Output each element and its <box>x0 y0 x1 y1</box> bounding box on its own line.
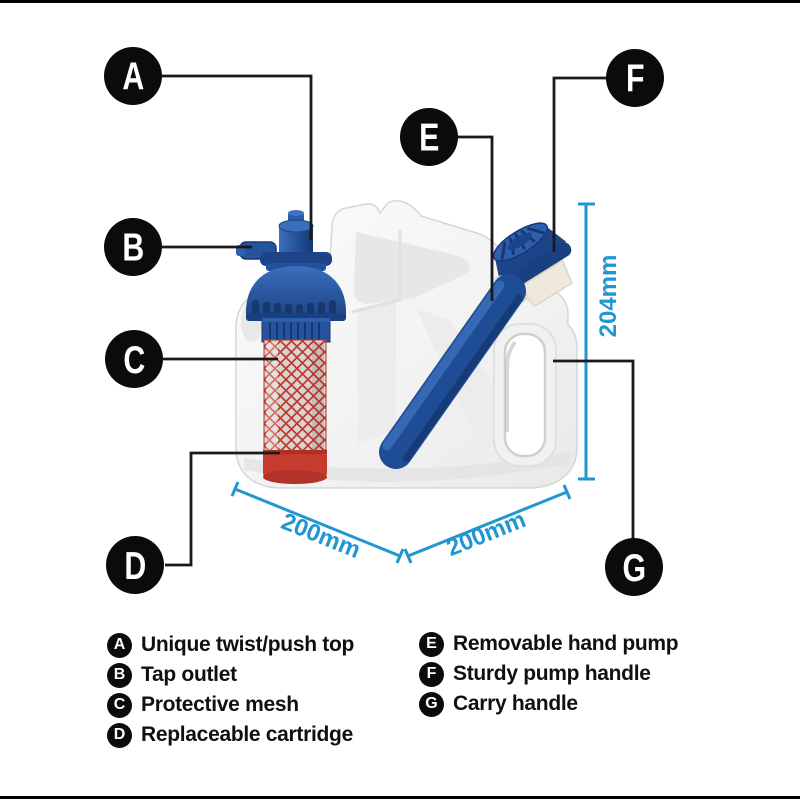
pump-handle-top-inner <box>507 232 533 250</box>
callout-marker-c: C <box>105 330 163 388</box>
dim-right-cap-a <box>403 548 413 564</box>
carry-handle-inner-shade <box>505 340 517 432</box>
top-border-bar <box>0 0 800 3</box>
legend-key-f: F <box>419 661 444 687</box>
legend-right-column: E Removable hand pump F Sturdy pump hand… <box>419 629 679 719</box>
legend-key-g: G <box>419 691 444 717</box>
callout-letter-f: F <box>626 56 645 100</box>
legend-label-d: Replaceable cartridge <box>141 723 353 746</box>
filter-unit <box>236 210 346 484</box>
legend-key-a: A <box>107 632 132 658</box>
legend-label-e: Removable hand pump <box>453 632 679 655</box>
legend-item-a: A Unique twist/push top <box>107 630 354 660</box>
twist-top-flange <box>260 252 332 266</box>
legend-item-g: G Carry handle <box>419 689 678 719</box>
legend-item-e: E Removable hand pump <box>419 629 679 659</box>
cartridge-base-topline <box>263 450 327 454</box>
pump-tube-highlight <box>382 280 505 451</box>
legend-label-b: Tap outlet <box>141 663 237 686</box>
callout-marker-g: G <box>605 538 663 596</box>
dim-right-label: 200mm <box>443 506 530 562</box>
callout-marker-e: E <box>400 108 458 166</box>
front-panel-edge <box>351 230 402 314</box>
twist-top-mini-knob-top <box>288 210 304 216</box>
leader-line-e <box>457 135 494 301</box>
cartridge-collar-ribs <box>269 321 320 341</box>
legend-left-column: A Unique twist/push top B Tap outlet C P… <box>107 630 354 750</box>
leader-line-g <box>553 359 635 539</box>
legend-label-c: Protective mesh <box>141 693 299 716</box>
dim-left-cap-a <box>230 481 240 497</box>
dim-left-line <box>234 487 401 558</box>
callout-letter-e: E <box>419 115 439 159</box>
bottom-border-bar <box>0 796 800 799</box>
legend-label-g: Carry handle <box>453 692 578 715</box>
legend-item-d: D Replaceable cartridge <box>107 720 354 750</box>
dim-left-cap-b <box>395 548 405 564</box>
dim-right-cap-b <box>562 484 572 500</box>
hand-pump-tube <box>379 274 528 469</box>
callout-letter-c: C <box>123 337 145 381</box>
callout-letter-b: B <box>122 225 144 269</box>
dim-right-line <box>407 490 568 558</box>
legend-label-a: Unique twist/push top <box>141 633 355 656</box>
leader-line-a <box>162 74 313 240</box>
protective-mesh <box>263 339 327 455</box>
dim-height-label: 204mm <box>595 255 622 338</box>
legend-item-f: F Sturdy pump handle <box>419 659 678 689</box>
cartridge-base-bottom <box>263 470 327 484</box>
legend-key-e: E <box>419 631 444 657</box>
front-groove-left <box>358 302 396 444</box>
pump-tube <box>379 274 526 469</box>
spout-neck <box>517 259 573 308</box>
legend-item-b: B Tap outlet <box>107 660 354 690</box>
leader-line-f <box>552 76 607 252</box>
callout-letter-d: D <box>124 543 146 587</box>
mesh-right-shade <box>312 342 324 452</box>
callout-marker-d: D <box>106 536 164 594</box>
callout-marker-f: F <box>606 49 664 107</box>
pump-handle-frustum <box>494 226 567 284</box>
callout-letter-g: G <box>622 545 647 589</box>
callout-marker-a: A <box>104 47 162 105</box>
leader-line-d <box>165 451 280 567</box>
legend-label-f: Sturdy pump handle <box>453 662 651 685</box>
mesh-left-highlight <box>266 342 278 452</box>
legend-key-b: B <box>107 662 132 688</box>
callout-leader-lines <box>162 74 635 567</box>
handle-underside-recess <box>354 232 470 304</box>
twist-top-stem-top <box>278 219 314 233</box>
dimension-annotations <box>230 202 595 564</box>
cartridge-collar-top <box>262 318 330 322</box>
callout-marker-b: B <box>104 218 162 276</box>
legend-item-c: C Protective mesh <box>107 690 354 720</box>
legend-key-c: C <box>107 692 132 718</box>
callout-letter-a: A <box>122 54 144 98</box>
pump-tube-shade <box>402 294 523 463</box>
dim-left-label: 200mm <box>277 508 364 564</box>
legend-key-d: D <box>107 722 132 748</box>
